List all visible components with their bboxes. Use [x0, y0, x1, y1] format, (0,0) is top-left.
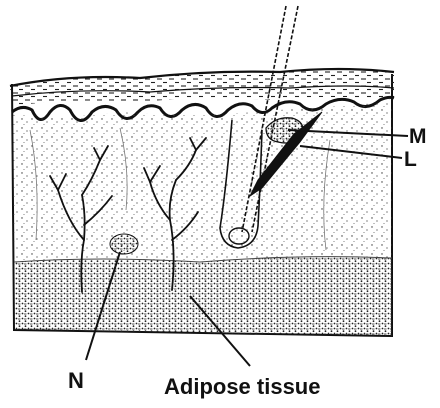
label-adipose-tissue: Adipose tissue — [164, 374, 320, 399]
dermis-region — [13, 102, 392, 262]
label-m: M — [409, 125, 427, 148]
adipose-region — [14, 257, 392, 336]
nerve-ending-corpuscle — [110, 234, 138, 254]
dermis — [13, 102, 392, 262]
nerve-ending — [110, 234, 138, 254]
adipose-layer — [14, 257, 392, 336]
label-l: L — [404, 148, 417, 171]
label-n: N — [68, 368, 84, 393]
